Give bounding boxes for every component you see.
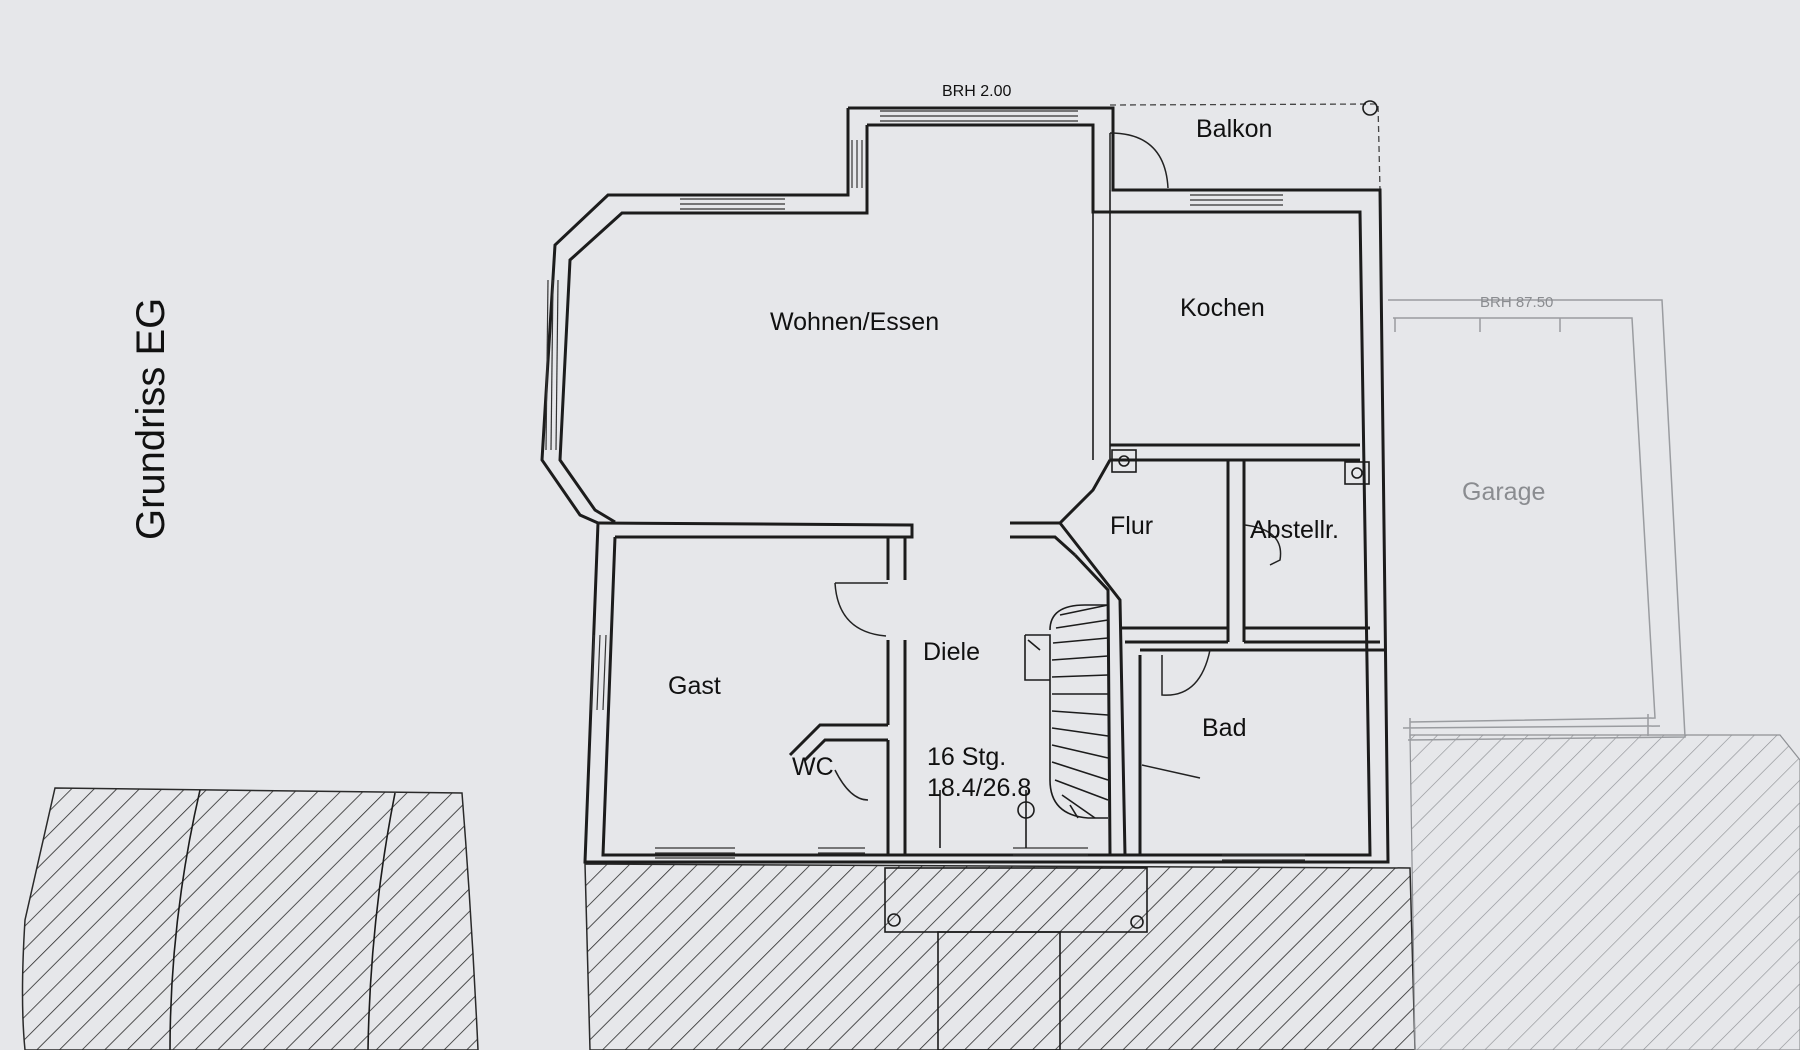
hatched-terrace — [584, 863, 1416, 1050]
window-left-upper — [851, 140, 863, 188]
window-living-west — [545, 279, 559, 451]
top-window-height-label: BRH 2.00 — [942, 83, 1011, 100]
bad-fixture — [1141, 764, 1201, 779]
shaft-flur — [1111, 449, 1137, 473]
balcony-post — [1362, 100, 1378, 116]
garage: Garage BRH 87.50 — [1388, 294, 1686, 741]
podium-post-left — [887, 913, 901, 927]
hatched-ground-right — [1409, 734, 1800, 1050]
hatched-ground-left — [21, 787, 479, 1050]
room-label-gast: Gast — [668, 672, 721, 700]
room-label-flur: Flur — [1110, 512, 1153, 540]
garage-window-height-label: BRH 87.50 — [1480, 294, 1553, 311]
door-bad — [1161, 649, 1211, 696]
window-living-top-left — [680, 198, 785, 210]
room-label-kochen: Kochen — [1180, 294, 1265, 322]
shaft-abstell — [1344, 461, 1370, 485]
interior-walls — [597, 443, 1385, 856]
door-abstell — [1244, 524, 1282, 566]
room-label-abstellraum: Abstellr. — [1250, 516, 1339, 544]
room-label-bad: Bad — [1202, 714, 1246, 742]
garage-label: Garage — [1462, 478, 1545, 506]
staircase — [939, 604, 1109, 848]
door-wc — [834, 769, 869, 801]
stairs-ratio-label: 18.4/26.8 — [927, 774, 1031, 802]
window-kitchen-top — [1190, 194, 1283, 206]
shaft-flur-circle — [1118, 455, 1130, 467]
room-label-diele: Diele — [923, 638, 980, 666]
door-balcony — [1109, 132, 1169, 190]
room-label-balkon: Balkon — [1196, 115, 1272, 143]
stairs-count-label: 16 Stg. — [927, 743, 1006, 771]
door-gast — [834, 582, 888, 637]
room-label-wc: WC — [792, 753, 834, 781]
hatched-curve-lines-left — [169, 789, 396, 1050]
window-bottom-bad — [1222, 854, 1305, 861]
window-bottom-gast — [655, 847, 735, 859]
window-bottom-wc — [818, 847, 865, 854]
window-top-living — [880, 110, 1078, 122]
entrance-step — [937, 931, 1061, 1050]
window-gast-west — [590, 634, 607, 711]
exterior-walls — [540, 106, 1390, 864]
podium-post-right — [1130, 915, 1144, 929]
shaft-abstell-circle — [1351, 467, 1363, 479]
balcony-outline — [1109, 103, 1381, 191]
drawing-title: Grundriss EG — [129, 298, 173, 540]
room-label-wohnen-essen: Wohnen/Essen — [770, 308, 939, 336]
